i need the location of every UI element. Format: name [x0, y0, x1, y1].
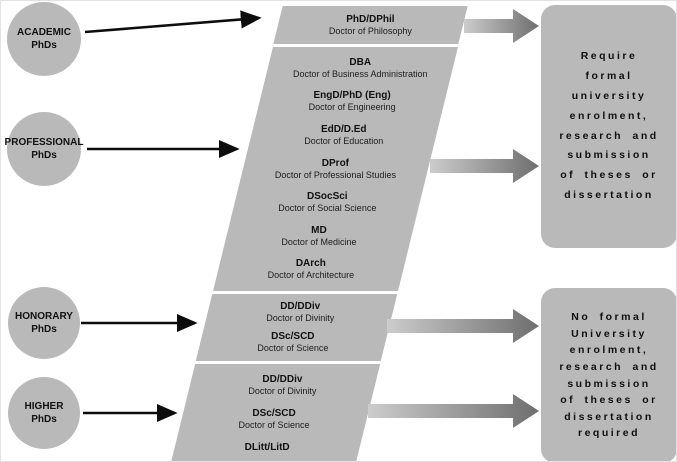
degree-full: Doctor of Business Administration: [292, 68, 428, 79]
segment-professional-degrees: DBA Doctor of Business Administration En…: [213, 47, 458, 291]
degree-full: Doctor of Engineering: [308, 102, 396, 113]
degree-full: Doctor of Professional Studies: [274, 169, 397, 180]
degree-item: DSc/SCD Doctor of Science: [182, 407, 367, 432]
degree-full: Doctor of Science: [257, 343, 329, 354]
degree-abbr: PhD/DPhil: [346, 13, 395, 25]
degree-item: DSc/SCD Doctor of Science: [200, 330, 385, 355]
degree-item: DSocSci Doctor of Social Science: [235, 190, 420, 215]
degree-abbr: DSc/SCD: [271, 331, 315, 343]
degree-abbr: DLitt/LitD: [244, 441, 290, 453]
outcome-text-enrolment-required: Require formal university enrolment, res…: [559, 49, 659, 202]
group-label-higher: HIGHER PhDs: [24, 401, 64, 425]
block-arrow-academic-outcome: [464, 9, 539, 43]
segment-academic-degrees: PhD/DPhil Doctor of Philosophy: [273, 6, 468, 44]
degree-item: DLitt/LitD: [175, 441, 360, 454]
group-circle-professional: PROFESSIONAL PhDs: [4, 112, 84, 186]
degree-abbr: DProf: [321, 157, 350, 169]
degree-abbr: DD/DDiv: [262, 374, 303, 386]
degree-abbr: DD/DDiv: [280, 300, 321, 312]
outcome-box-no-enrolment-required: No formal University enrolment, research…: [541, 288, 676, 461]
group-circle-academic: ACADEMIC PhDs: [7, 2, 81, 76]
degree-full: Doctor of Architecture: [267, 270, 355, 281]
segment-higher-degrees: DD/DDiv Doctor of Divinity DSc/SCD Docto…: [170, 364, 381, 461]
degree-item: PhD/DPhil Doctor of Philosophy: [278, 13, 463, 38]
degree-item: MD Doctor of Medicine: [227, 224, 412, 249]
degree-item: DBA Doctor of Business Administration: [268, 56, 453, 81]
group-circle-honorary: HONORARY PhDs: [8, 287, 80, 359]
degree-full: Doctor of Education: [304, 136, 384, 147]
degree-abbr: DBA: [349, 56, 372, 68]
degree-full: Doctor of Medicine: [281, 236, 357, 247]
degree-full: Doctor of Science: [238, 420, 310, 430]
block-arrow-higher-outcome: [368, 394, 539, 428]
arrow-academic-to-segment: [84, 10, 262, 34]
degree-full: Doctor of Divinity: [266, 312, 335, 323]
degree-abbr: DSc/SCD: [252, 408, 296, 419]
degree-item: DProf Doctor of Professional Studies: [243, 157, 428, 182]
outcome-box-enrolment-required: Require formal university enrolment, res…: [541, 5, 676, 248]
degree-item: DD/DDiv Doctor of Divinity: [208, 300, 393, 325]
group-circle-higher: HIGHER PhDs: [8, 377, 80, 449]
degree-abbr: DArch: [295, 258, 326, 270]
degree-item: DArch Doctor of Architecture: [218, 257, 403, 282]
degree-full: Doctor of Divinity: [248, 386, 317, 397]
degree-abbr: MD: [311, 224, 327, 236]
degree-item: EdD/D.Ed Doctor of Education: [251, 123, 436, 148]
block-arrow-honorary-outcome: [387, 309, 539, 343]
degree-full: Doctor of Social Science: [278, 203, 377, 214]
degree-item: DD/DDiv Doctor of Divinity: [190, 373, 375, 398]
degree-abbr: EngD/PhD (Eng): [313, 90, 391, 102]
segment-honorary-degrees: DD/DDiv Doctor of Divinity DSc/SCD Docto…: [195, 294, 398, 361]
group-label-professional: PROFESSIONAL PhDs: [4, 137, 84, 161]
degree-full: Doctor of Philosophy: [328, 25, 413, 36]
degree-item: EngD/PhD (Eng) Doctor of Engineering: [260, 89, 445, 114]
degree-abbr: EdD/D.Ed: [320, 124, 367, 136]
degree-abbr: DSocSci: [306, 191, 348, 203]
block-arrow-professional-outcome: [430, 149, 539, 183]
outcome-text-no-enrolment-required: No formal University enrolment, research…: [559, 311, 659, 440]
group-label-honorary: HONORARY PhDs: [15, 311, 73, 335]
group-label-academic: ACADEMIC PhDs: [17, 27, 71, 51]
